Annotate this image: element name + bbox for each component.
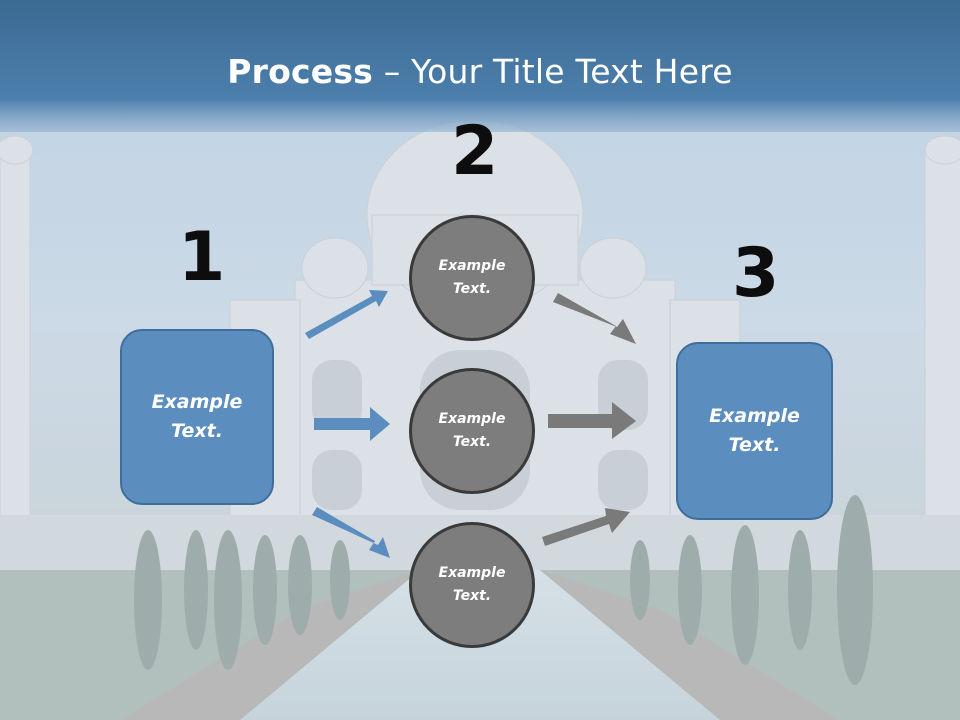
step-2-circle-bottom-label: Example Text. xyxy=(438,565,506,604)
step-number-1: 1 xyxy=(178,218,226,297)
title-rest: – Your Title Text Here xyxy=(373,52,733,91)
arrow-circle-bot-to-box3 xyxy=(542,508,630,546)
slide-title: Process – Your Title Text Here xyxy=(0,52,960,91)
step-1-box: Example Text. xyxy=(120,329,274,505)
arrow-circle-top-to-box3 xyxy=(553,293,636,344)
title-bold: Process xyxy=(227,52,374,91)
step-2-circle-bottom: Example Text. xyxy=(409,522,535,648)
step-2-circle-middle-label: Example Text. xyxy=(438,411,506,450)
step-2-circle-top: Example Text. xyxy=(409,215,535,341)
step-number-2: 2 xyxy=(451,112,499,191)
step-3-label: Example Text. xyxy=(709,405,800,456)
step-2-circle-top-label: Example Text. xyxy=(438,258,506,297)
arrow-box1-to-circle-mid xyxy=(314,407,390,441)
step-number-3: 3 xyxy=(732,234,780,313)
step-2-circle-middle: Example Text. xyxy=(409,368,535,494)
arrow-box1-to-circle-top xyxy=(305,290,388,339)
arrow-circle-mid-to-box3 xyxy=(548,402,636,439)
step-1-label: Example Text. xyxy=(151,391,243,442)
arrow-box1-to-circle-bot xyxy=(312,507,390,558)
step-3-box: Example Text. xyxy=(676,342,833,520)
